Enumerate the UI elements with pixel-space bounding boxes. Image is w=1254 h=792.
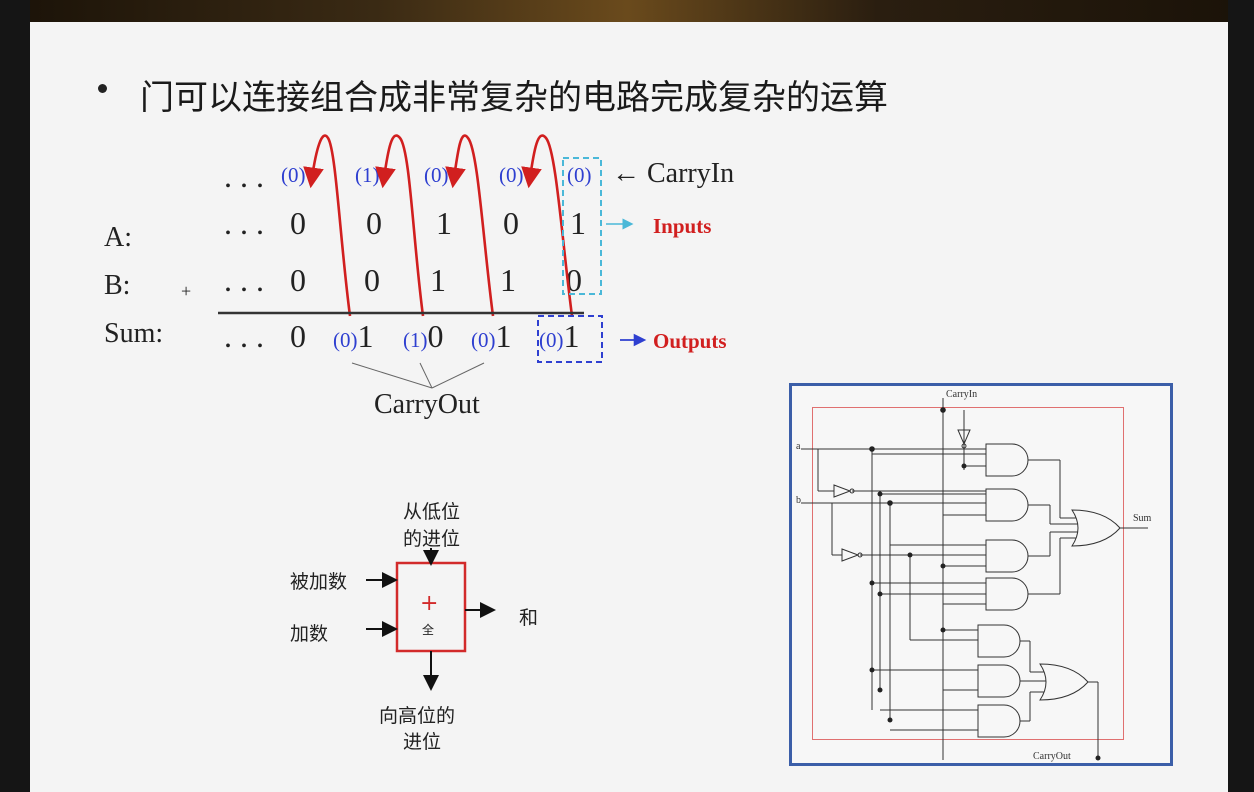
carry-out-value: (0) xyxy=(333,328,358,352)
b-digit: 0 xyxy=(290,262,306,298)
sum-output-label: 和 xyxy=(519,607,539,629)
carry-arrow xyxy=(521,134,574,317)
carry-out-value: (1) xyxy=(403,328,428,352)
carry-in-value: (0) xyxy=(424,163,449,187)
carry-out-value: (0) xyxy=(539,328,564,352)
sum-digit: (0)1 xyxy=(333,318,374,354)
row-a-label: A: xyxy=(104,222,132,253)
full-adder-schematic xyxy=(801,398,1148,760)
b-ellipsis: . . . xyxy=(224,262,264,298)
sum-digit: (0)1 xyxy=(471,318,512,354)
bullet-dot xyxy=(98,84,107,93)
carry-ellipsis: . . . xyxy=(224,158,264,194)
carry-out-label: CarryOut xyxy=(374,389,480,420)
carry-out-value: (0) xyxy=(471,328,496,352)
carry-in-label: ← CarryIn xyxy=(612,158,735,189)
plus-sign: + xyxy=(181,281,192,301)
addend1-label: 被加数 xyxy=(290,571,348,593)
outputs-dashed-box xyxy=(537,315,603,363)
sum-digit: (0)1 xyxy=(539,318,580,354)
carry-arrow xyxy=(375,134,425,317)
carry-in-value: (0) xyxy=(567,163,592,187)
circuit-carryout-label: CarryOut xyxy=(1033,751,1071,762)
b-digit: 1 xyxy=(500,262,516,298)
addend2-label: 加数 xyxy=(290,623,329,645)
carry-to-high-label: 向高位的 xyxy=(379,705,456,727)
circuit-frame xyxy=(812,407,1124,740)
junction-dots xyxy=(869,407,1101,761)
carry-arrows xyxy=(303,134,574,317)
adder-glyph: 全 xyxy=(422,623,435,637)
video-frame-top xyxy=(0,0,1254,22)
a-digit: 0 xyxy=(503,205,519,241)
circuit-input-a: a xyxy=(796,441,801,452)
inputs-dashed-box xyxy=(562,157,602,295)
carry-in-value: (0) xyxy=(499,163,524,187)
row-b-label: B: xyxy=(104,270,131,301)
a-digit: 0 xyxy=(366,205,382,241)
adder-plus: + xyxy=(420,591,439,616)
carry-arrow xyxy=(445,134,495,317)
circuit-carryin-label: CarryIn xyxy=(946,389,978,400)
outputs-label: Outputs xyxy=(653,329,727,353)
a-digit: 1 xyxy=(436,205,452,241)
carry-arrow xyxy=(303,134,352,317)
sum-digit: (1)0 xyxy=(403,318,444,354)
b-digit: 0 xyxy=(566,262,582,298)
b-digit: 1 xyxy=(430,262,446,298)
circuit-panel xyxy=(789,383,1173,766)
a-digit: 0 xyxy=(290,205,306,241)
circuit-input-b: b xyxy=(796,495,801,506)
inputs-label: Inputs xyxy=(653,214,712,238)
carry-to-high-label: 进位 xyxy=(403,731,442,753)
video-frame-left xyxy=(0,0,30,792)
bullet-text: 门可以连接组合成非常复杂的电路完成复杂的运算 xyxy=(140,78,888,118)
a-ellipsis: . . . xyxy=(224,205,264,241)
adder-arrows xyxy=(366,548,496,691)
carry-from-low-label: 从低位 xyxy=(403,501,461,523)
a-digit: 1 xyxy=(570,205,586,241)
b-digit: 0 xyxy=(364,262,380,298)
carry-from-low-label: 的进位 xyxy=(403,528,461,550)
circuit-sum-label: Sum xyxy=(1133,513,1152,524)
video-frame-right xyxy=(1228,0,1254,792)
sum-digit: 0 xyxy=(290,318,306,354)
carryout-pointers xyxy=(351,362,485,389)
sum-label: Sum: xyxy=(104,318,164,349)
sum-ellipsis: . . . xyxy=(224,318,264,354)
adder-box xyxy=(395,561,467,653)
carry-in-value: (0) xyxy=(281,163,306,187)
